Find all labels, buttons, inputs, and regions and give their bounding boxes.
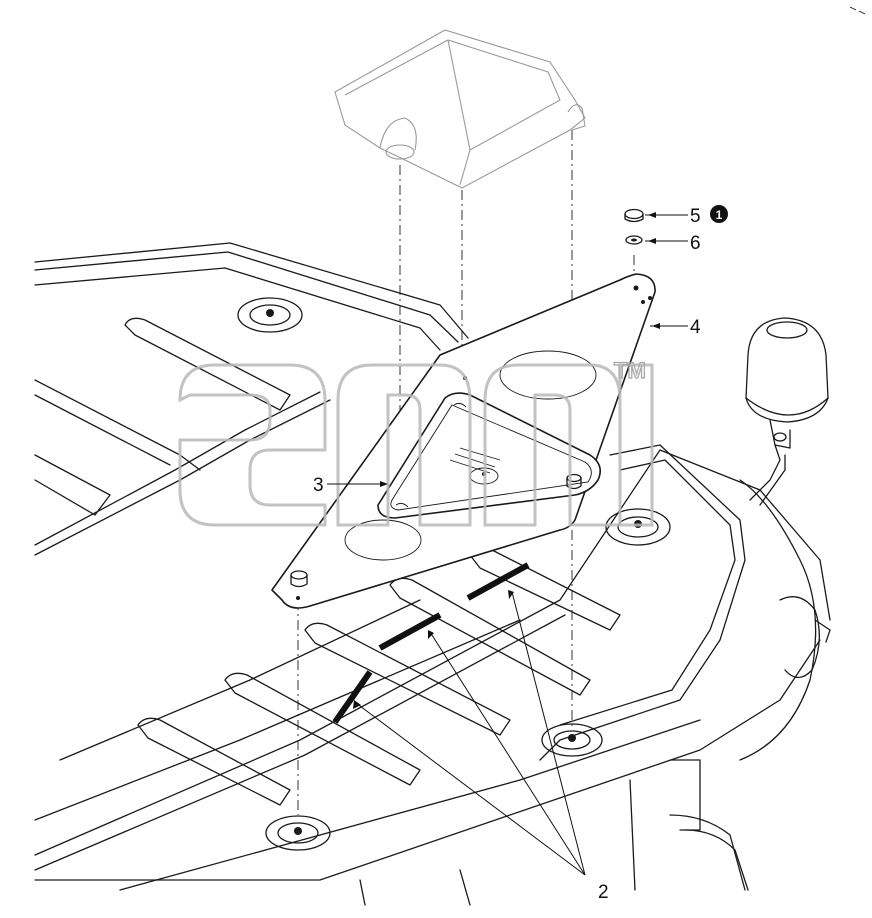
stud-right <box>566 473 582 490</box>
ghost-lamp-housing <box>334 29 586 189</box>
washer-part <box>625 235 643 245</box>
note-marker: 1 <box>710 205 728 223</box>
strip-middle <box>378 612 442 651</box>
callout-3: 3 <box>313 475 324 496</box>
beacon-lamp <box>745 317 829 506</box>
callout-5: 5 <box>690 206 701 227</box>
boss-rear-left <box>237 297 303 333</box>
plate-studs <box>290 473 582 588</box>
strip-lower <box>332 670 373 724</box>
boss-front-left <box>265 815 331 851</box>
watermark-trademark: TM <box>614 358 646 383</box>
boss-rear-right <box>605 508 671 546</box>
callout-4: 4 <box>690 317 701 338</box>
corner-mark <box>849 6 866 15</box>
callout-6: 6 <box>690 233 701 254</box>
stud-left <box>290 570 308 588</box>
leader-lines <box>327 212 688 876</box>
boss-front-right <box>541 723 603 757</box>
callout-labels: 5 1 6 4 3 2 <box>313 205 728 903</box>
foam-strips <box>332 562 530 724</box>
strip-upper <box>466 562 530 601</box>
watermark-logo: TM <box>178 357 654 527</box>
roof-deck <box>34 242 831 906</box>
callout-2: 2 <box>598 882 609 903</box>
nut-part <box>624 208 644 223</box>
note-marker-number: 1 <box>716 208 723 222</box>
